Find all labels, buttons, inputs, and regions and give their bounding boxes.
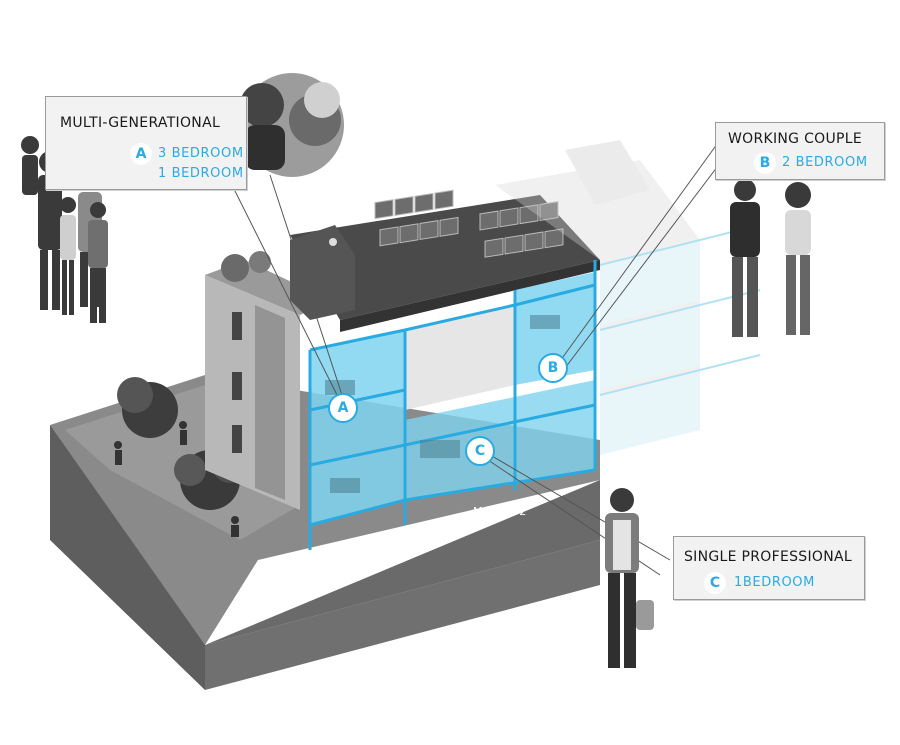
- module-label-middle: Module 2: [473, 505, 527, 518]
- unit-marker-a: A: [328, 393, 358, 423]
- unit-badge-a: A: [130, 143, 152, 165]
- callout-line: 1BEDROOM: [734, 575, 815, 590]
- site-figures: [114, 421, 239, 537]
- working-couple-callout: WORKING COUPLE B 2 BEDROOM: [715, 122, 885, 180]
- module-label-right: Module 1: [622, 459, 676, 472]
- callout-line: 2 BEDROOM: [782, 155, 868, 170]
- solar-roof: [290, 189, 600, 332]
- working-couple-figure: [730, 179, 811, 337]
- unit-badge-c: C: [704, 572, 726, 594]
- single-professional-figure: [605, 488, 654, 668]
- callout-title: WORKING COUPLE: [728, 131, 863, 147]
- highlighted-modules: [308, 260, 597, 550]
- callout-line: 1 BEDROOM: [158, 166, 244, 181]
- grandparent-photo: [240, 73, 344, 177]
- single-professional-callout: SINGLE PROFESSIONAL C 1BEDROOM: [673, 536, 865, 600]
- callout-title: MULTI-GENERATIONAL: [60, 115, 221, 131]
- unit-marker-b: B: [538, 353, 568, 383]
- faded-module-right: [495, 140, 761, 455]
- callout-line: 3 BEDROOM: [158, 146, 244, 161]
- unit-marker-c: C: [465, 436, 495, 466]
- callout-title: SINGLE PROFESSIONAL: [684, 549, 852, 565]
- module-label-left: Module 1: [330, 545, 384, 558]
- unit-badge-b: B: [754, 152, 776, 174]
- multi-generational-callout: MULTI-GENERATIONAL A 3 BEDROOM 1 BEDROOM: [45, 96, 247, 190]
